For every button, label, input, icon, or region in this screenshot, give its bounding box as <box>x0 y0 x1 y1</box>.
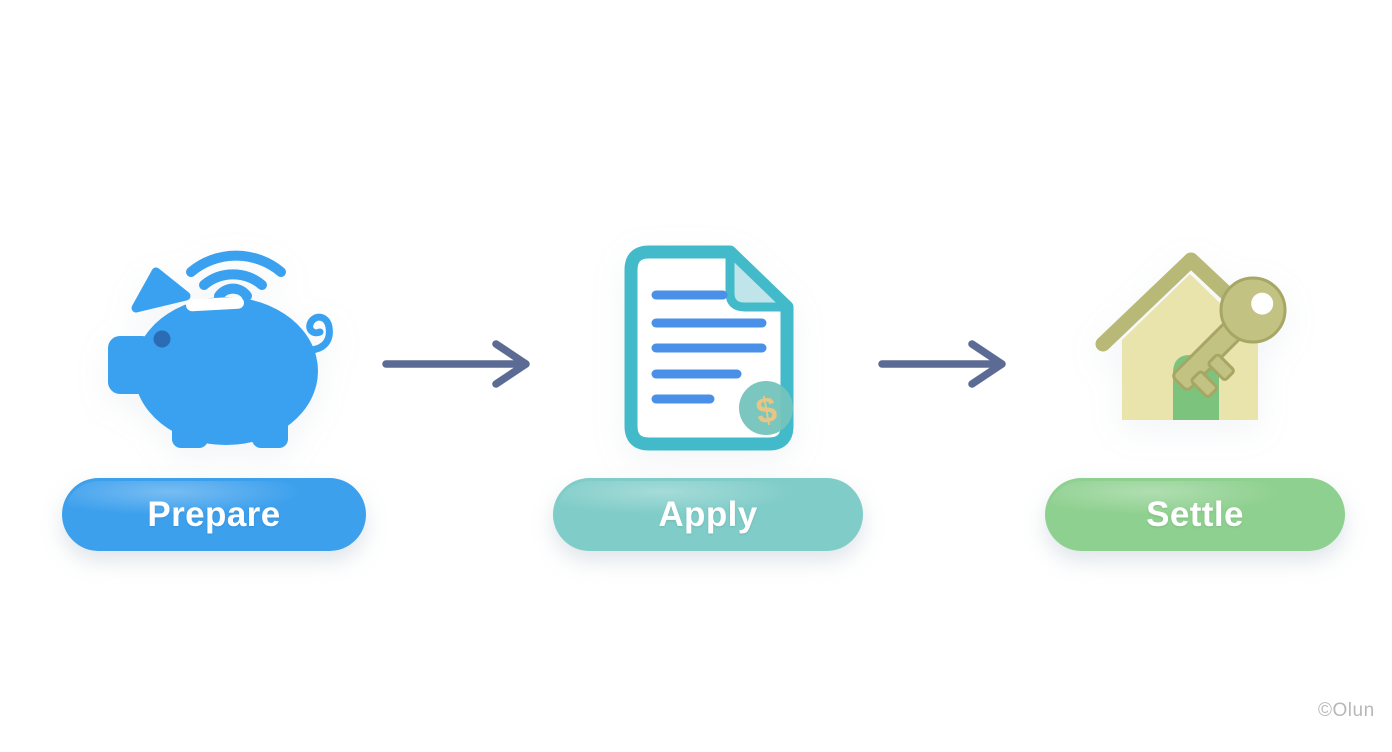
step-label-prepare: Prepare <box>62 478 366 551</box>
piggy-bank-savings-icon <box>100 238 345 450</box>
piggy-ear <box>131 267 191 313</box>
piggy-body <box>134 297 318 445</box>
house-key-icon <box>1093 248 1305 428</box>
key-icon <box>1172 276 1287 398</box>
key-hole <box>1251 292 1274 315</box>
dollar-seal-badge <box>739 381 793 435</box>
house-roof <box>1095 252 1247 352</box>
step-label-text: Prepare <box>147 494 281 534</box>
piggy-tail <box>306 313 333 354</box>
document-fold-corner <box>725 247 792 312</box>
arrow-prepare-to-apply-icon <box>380 338 540 390</box>
loan-document-icon: $ <box>618 243 796 453</box>
document-text-lines <box>651 290 767 404</box>
piggy-eye <box>153 330 171 348</box>
step-label-apply: Apply <box>553 478 863 551</box>
step-label-settle: Settle <box>1045 478 1345 551</box>
step-label-text: Apply <box>658 494 758 534</box>
coin-slot <box>186 296 244 312</box>
wifi-signal-icon <box>186 250 286 301</box>
arrow-apply-to-settle-icon <box>876 338 1018 390</box>
watermark: ©Olun <box>1318 700 1375 721</box>
step-label-text: Settle <box>1146 494 1244 534</box>
